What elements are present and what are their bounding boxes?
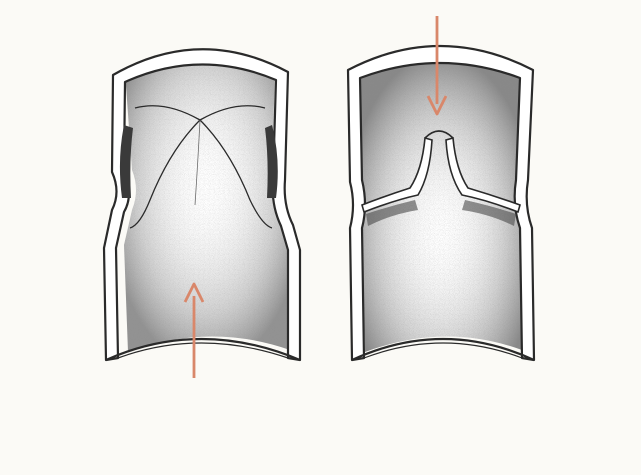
closed-valve-vein (345, 16, 540, 360)
open-valve-vein (104, 40, 300, 378)
